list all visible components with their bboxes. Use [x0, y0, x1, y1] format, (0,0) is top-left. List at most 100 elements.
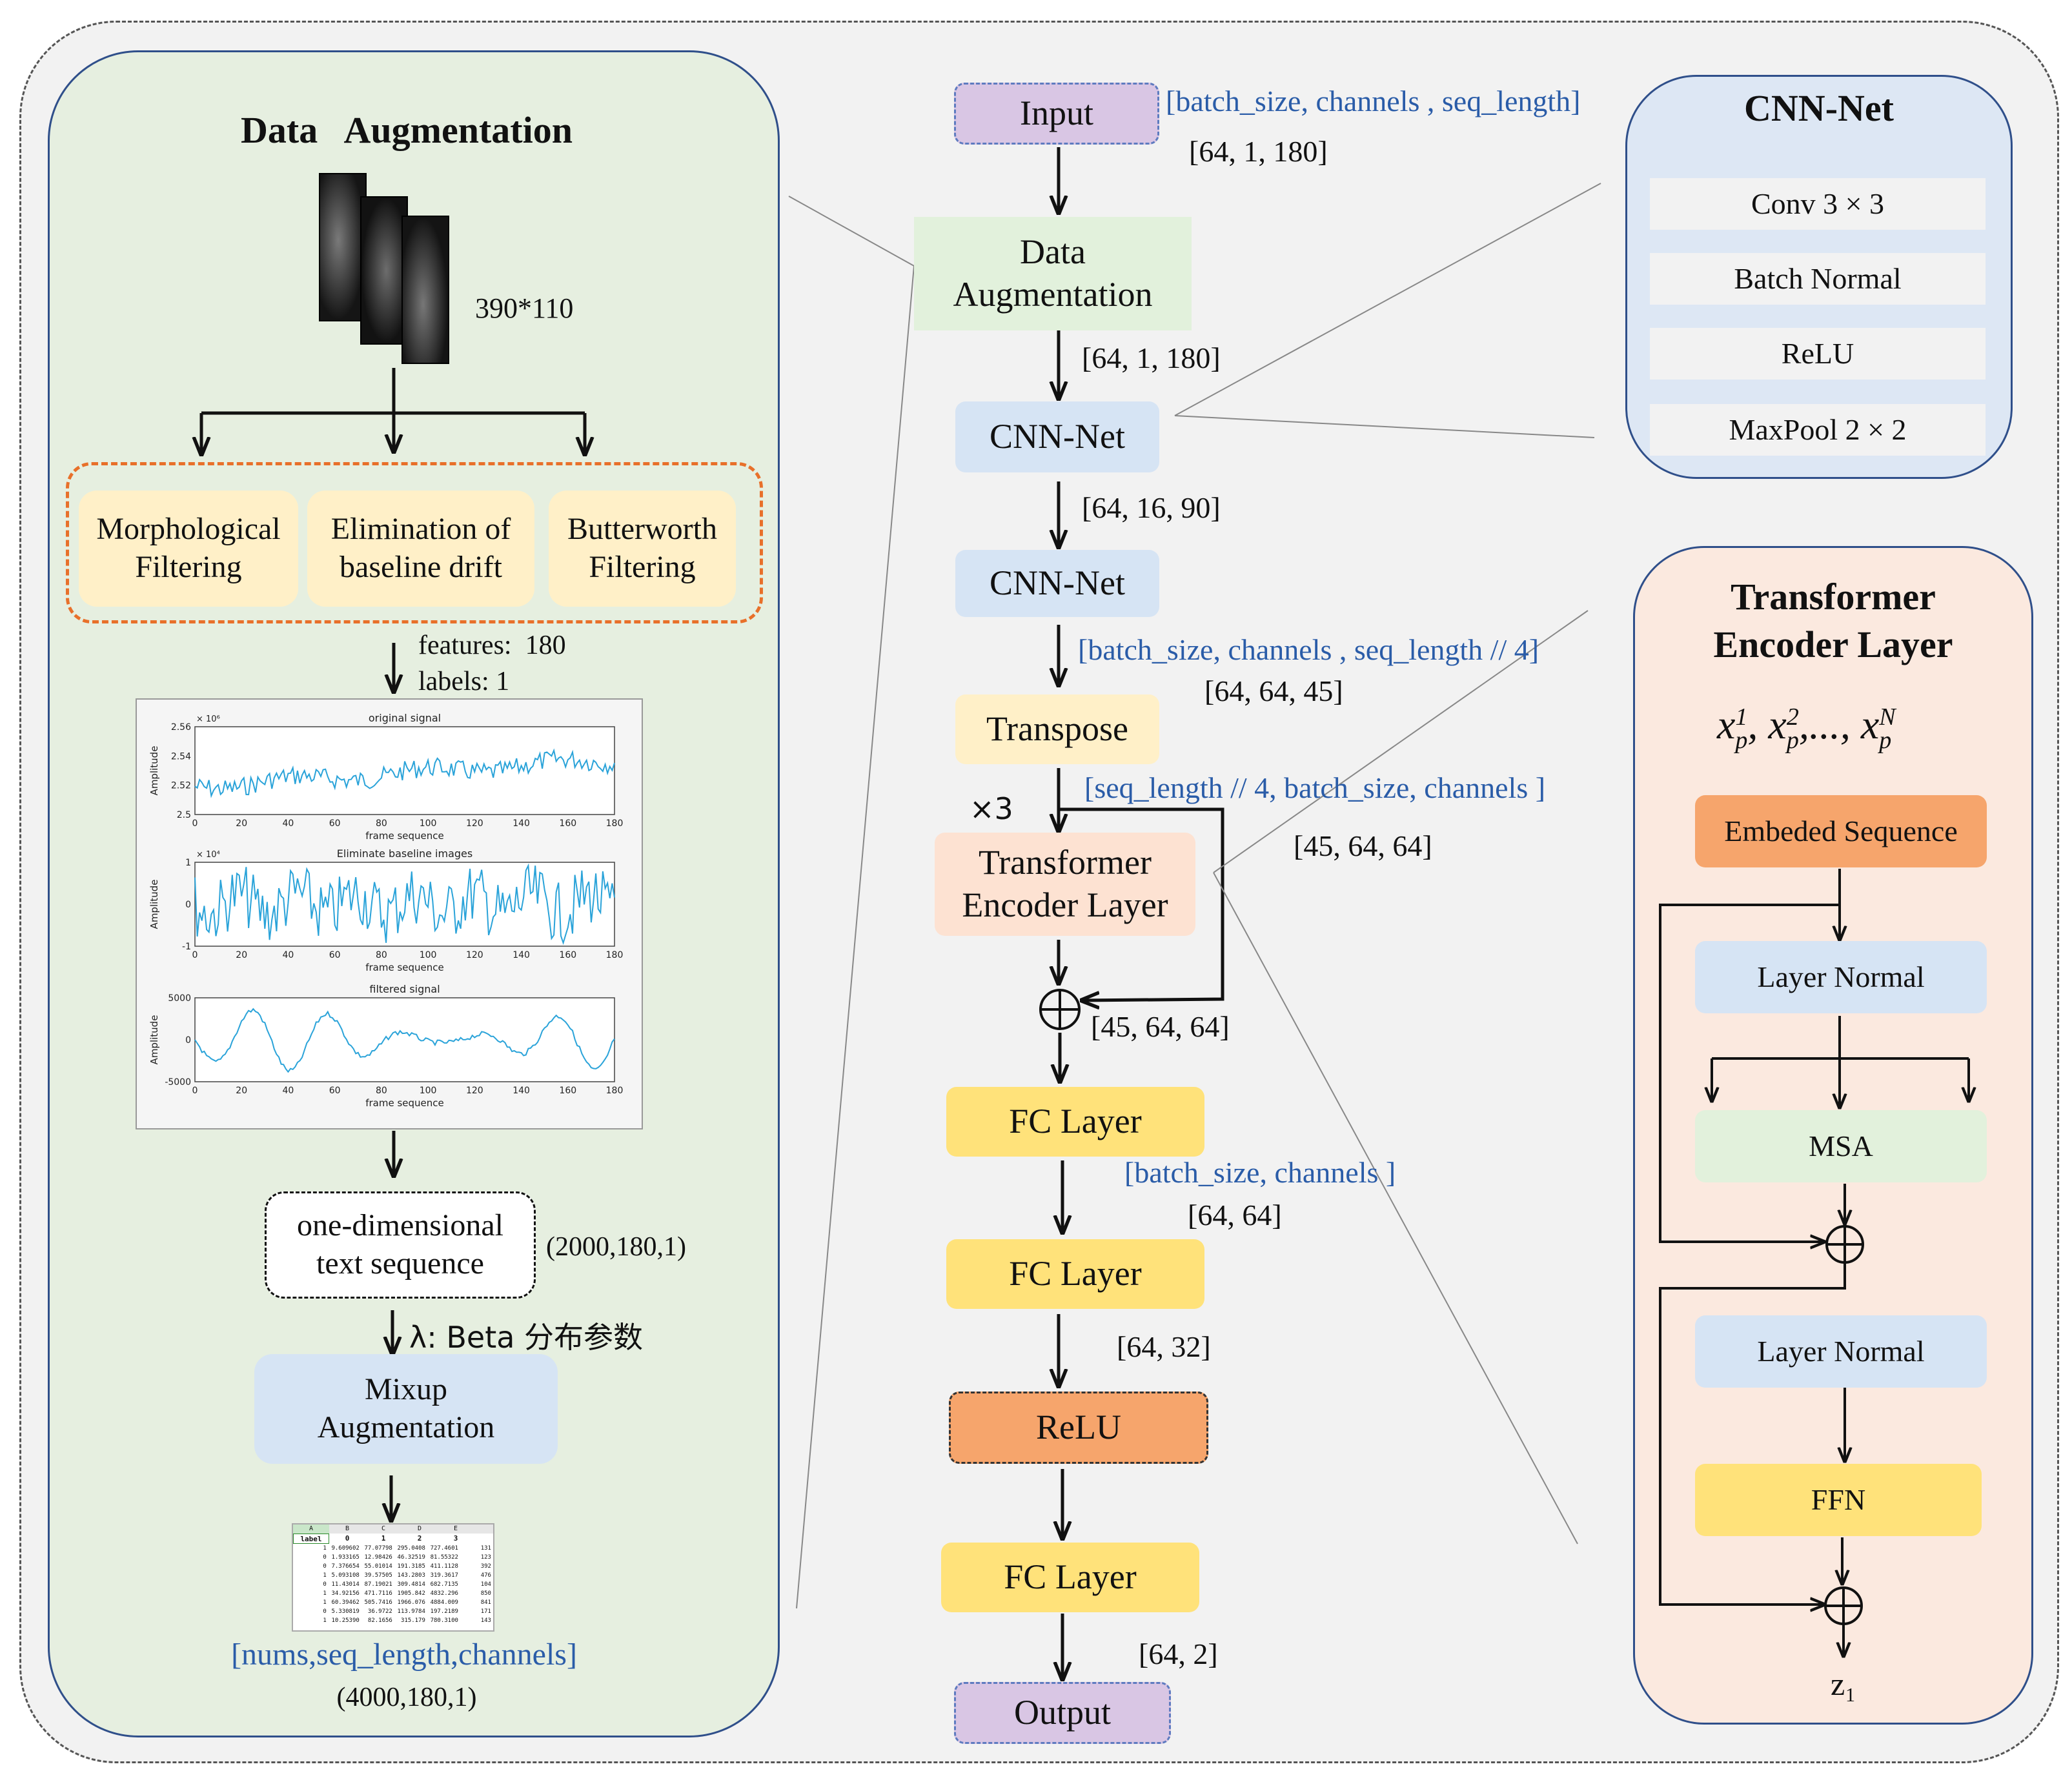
fc-layer-node-1: FC Layer	[946, 1087, 1204, 1157]
text-sequence-box: one-dimensional text sequence	[265, 1191, 536, 1299]
plot-ytick: 0	[185, 900, 191, 910]
sheet-cell: 1	[323, 1572, 327, 1579]
sheet-cell: 0	[323, 1608, 327, 1615]
transformer-output-label: z₁	[1831, 1666, 1856, 1702]
morphological-filtering-box: Morphological Filtering	[79, 491, 298, 607]
plot-xtick: 20	[236, 950, 247, 960]
plot-xtick: 160	[559, 818, 576, 829]
input-node: Input	[954, 83, 1159, 145]
sheet-cell: 315.179	[400, 1617, 425, 1624]
plot-xtick: 80	[376, 950, 387, 960]
plot-xtick: 20	[236, 818, 247, 829]
sheet-cell: 36.9722	[367, 1608, 392, 1615]
cnn-batchnorm-item: Batch Normal	[1650, 253, 1986, 305]
sheet-cell: 5.330819	[331, 1608, 360, 1615]
shape-after-augmentation: [64, 1, 180]	[1082, 341, 1221, 374]
fc3-shape: [64, 2]	[1139, 1637, 1218, 1670]
sheet-cell: 471.7116	[364, 1590, 392, 1597]
plot-ytick: 0	[185, 1035, 191, 1046]
butterworth-filtering-box: Butterworth Filtering	[549, 491, 736, 607]
plot-ytick: -1	[182, 942, 191, 952]
sheet-cell: 143	[480, 1617, 491, 1624]
cnn2-shape: [64, 64, 45]	[1204, 674, 1343, 707]
sheet-cell: 0	[323, 1563, 327, 1570]
sheet-cell: 319.3617	[430, 1572, 458, 1579]
plot-xtick: 40	[283, 1086, 294, 1096]
plot-xtick: 40	[283, 818, 294, 829]
plot-ytick: 2.56	[171, 722, 191, 733]
sample-image-2	[360, 196, 408, 345]
sheet-cell: 505.7416	[364, 1599, 392, 1606]
plot-xtick: 0	[192, 1086, 198, 1096]
cnn-conv-item: Conv 3 × 3	[1650, 178, 1986, 230]
signal-trace	[194, 1007, 615, 1073]
plot-xtick: 180	[606, 950, 624, 960]
sheet-cell: 0	[323, 1554, 327, 1561]
signal-trace	[194, 748, 615, 798]
plot-xlabel: frame sequence	[365, 830, 444, 842]
sheet-cell: 191.3185	[397, 1563, 425, 1570]
transpose-shape-label: [seq_length // 4, batch_size, channels ]	[1084, 771, 1546, 804]
plot-xlabel: frame sequence	[365, 962, 444, 973]
transformer-encoder-node: Transformer Encoder Layer	[935, 833, 1195, 936]
plot-xtick: 80	[376, 818, 387, 829]
signal-trace	[194, 863, 615, 946]
plot-xtick: 160	[559, 1086, 576, 1096]
plot-xtick: 120	[466, 818, 483, 829]
plot-ytick: 2.5	[177, 810, 191, 820]
msa-box: MSA	[1695, 1110, 1987, 1182]
text-sequence-shape: (2000,180,1)	[546, 1232, 686, 1262]
plot-xtick: 160	[559, 950, 576, 960]
residual-plus-node	[1039, 989, 1081, 1030]
sample-image-1	[319, 173, 367, 321]
sheet-cell: 55.01014	[364, 1563, 392, 1570]
fc-layer-node-2: FC Layer	[946, 1239, 1204, 1309]
plot-xtick: 0	[192, 818, 198, 829]
baseline-drift-box: Elimination of baseline drift	[307, 491, 534, 607]
cnn2-shape-label: [batch_size, channels , seq_length // 4]	[1078, 633, 1539, 666]
plot-ytick: 5000	[168, 993, 191, 1004]
relu-node: ReLU	[949, 1392, 1208, 1464]
sheet-cell: 727.4601	[430, 1545, 458, 1552]
sheet-cell: 113.9784	[397, 1608, 425, 1615]
transformer-title: Transformer Encoder Layer	[1713, 576, 1953, 666]
sheet-cell: 1	[323, 1599, 327, 1606]
fc2-shape: [64, 32]	[1117, 1330, 1211, 1363]
lambda-label: λ: Beta 分布参数	[409, 1320, 644, 1355]
sheet-cell: 143.2803	[397, 1572, 425, 1579]
sheet-cell: 1.933165	[331, 1554, 360, 1561]
plot-xtick: 120	[466, 950, 483, 960]
fc-layer-node-3: FC Layer	[941, 1543, 1199, 1612]
sheet-cell: 682.7135	[430, 1581, 458, 1588]
repeat-times-label: ×3	[970, 791, 1013, 826]
plot-xtick: 140	[513, 818, 530, 829]
sheet-cell: 392	[480, 1563, 491, 1570]
plot-ytick: 1	[185, 858, 191, 868]
sheet-cell: 11.43014	[331, 1581, 360, 1588]
sample-images	[319, 173, 449, 367]
cnn-net-title: CNN-Net	[1744, 87, 1894, 129]
left-output-label: [nums,seq_length,channels]	[231, 1637, 577, 1672]
sheet-cell: 411.1128	[430, 1563, 458, 1570]
data-augmentation-title: Data Augmentation	[241, 109, 573, 151]
sheet-cell: 5.093108	[331, 1572, 360, 1579]
layer-normal-box-2: Layer Normal	[1695, 1315, 1987, 1388]
plot-title: filtered signal	[369, 983, 440, 995]
sample-image-3	[401, 216, 449, 364]
sheet-cell: 295.0408	[397, 1545, 425, 1552]
plot-xtick: 20	[236, 1086, 247, 1096]
sheet-header-row: label 0 1 2 3	[293, 1534, 493, 1544]
sheet-cell: 309.4814	[397, 1581, 425, 1588]
sheet-cell: 476	[480, 1572, 491, 1579]
plot-scale: × 10⁶	[196, 714, 220, 724]
sheet-cell: 0	[323, 1581, 327, 1588]
sheet-cell: 197.2189	[430, 1608, 458, 1615]
plot-ytick: 2.52	[171, 781, 191, 791]
